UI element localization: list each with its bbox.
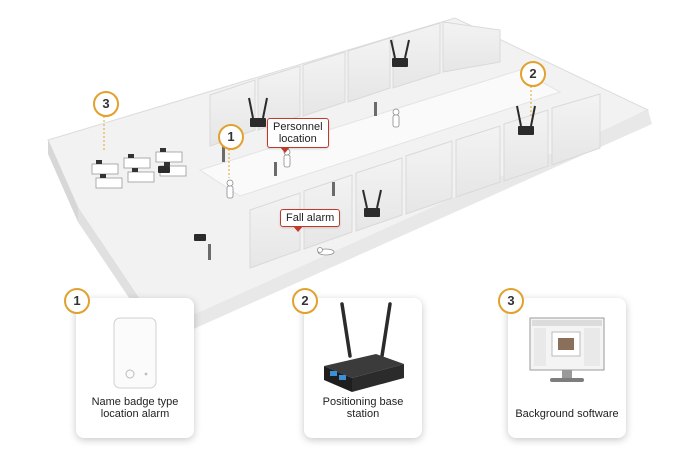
card-base-station: Positioning base station xyxy=(304,298,422,438)
office-monitors xyxy=(96,148,170,178)
card-label: Background software xyxy=(515,408,619,420)
outer-wall-left xyxy=(48,140,78,222)
card-marker-1: 1 xyxy=(64,288,90,314)
card-marker-3: 3 xyxy=(498,288,524,314)
person-figures xyxy=(226,108,400,256)
card-marker-2: 2 xyxy=(292,288,318,314)
router-icon xyxy=(324,302,404,392)
router-scene-1 xyxy=(248,97,268,127)
marker-3: 3 xyxy=(93,91,119,117)
router-scene-4 xyxy=(362,189,382,217)
fall-alarm-callout: Fall alarm xyxy=(280,209,341,232)
monitor-icon xyxy=(529,317,605,382)
back-rooms xyxy=(209,21,501,147)
router-scene-6 xyxy=(194,234,206,241)
marker-2: 2 xyxy=(520,61,546,87)
personnel-location-callout: Personnel location xyxy=(267,118,329,153)
card-label: Name badge type location alarm xyxy=(91,396,179,420)
card-label: Positioning base station xyxy=(322,396,404,420)
badge-device-icon xyxy=(113,317,157,389)
marker-1: 1 xyxy=(218,124,244,150)
router-scene-3 xyxy=(516,105,536,135)
doors xyxy=(208,102,377,260)
card-background-software: Background software xyxy=(508,298,626,438)
card-name-badge: Name badge type location alarm xyxy=(76,298,194,438)
router-scene-5 xyxy=(158,166,170,173)
router-scene-2 xyxy=(390,39,410,67)
